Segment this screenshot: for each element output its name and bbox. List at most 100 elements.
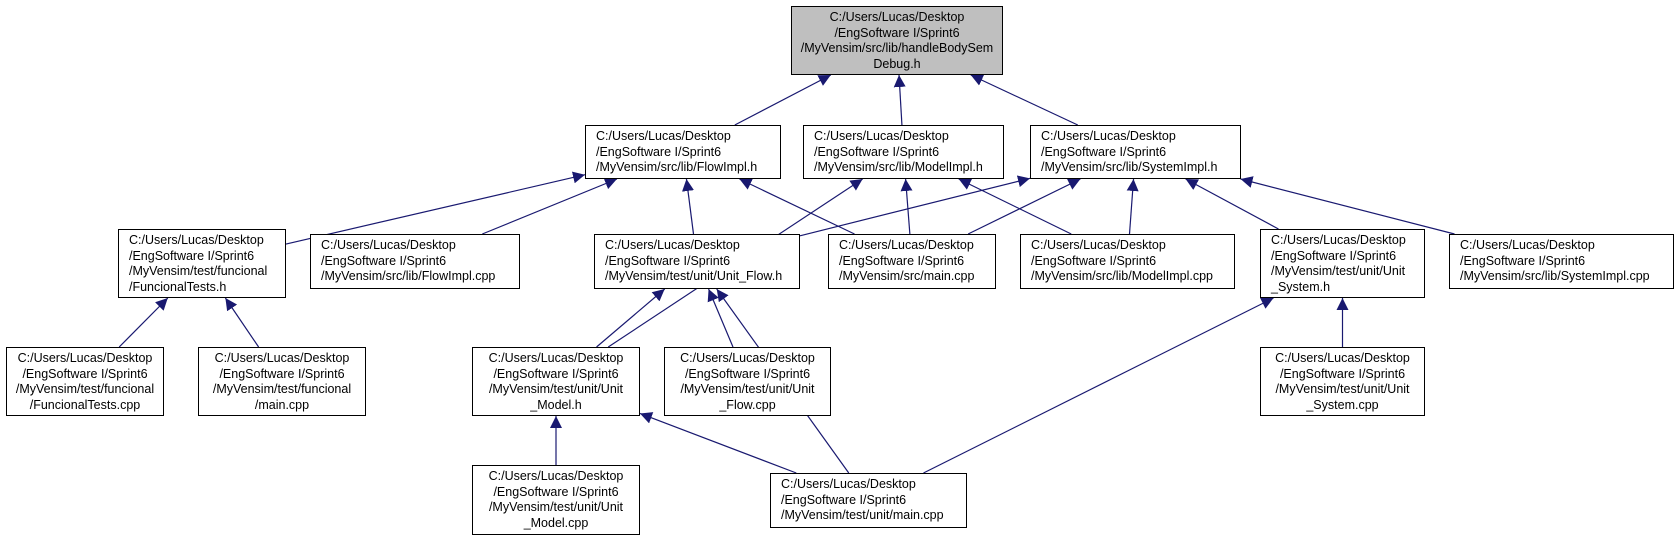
node-handlebodysemdebug-h: C:/Users/Lucas/Desktop /EngSoftware I/Sp… bbox=[791, 6, 1003, 75]
node-label-line: /MyVensim/src/lib/FlowImpl.cpp bbox=[321, 269, 496, 283]
node-label-line: /EngSoftware I/Sprint6 bbox=[605, 253, 731, 268]
node-label-line: /MyVensim/test/unit/Unit_Flow.h bbox=[605, 269, 783, 283]
node-label-line: /MyVensim/test/unit/Unit bbox=[488, 382, 624, 396]
edge-unitsystem_h-to-systemimpl_h bbox=[1185, 178, 1279, 230]
node-unit-flow-h[interactable]: C:/Users/Lucas/Desktop /EngSoftware I/Sp… bbox=[594, 234, 800, 289]
node-unit-model-cpp[interactable]: C:/Users/Lucas/Desktop /EngSoftware I/Sp… bbox=[472, 465, 640, 535]
node-label-line: C:/Users/Lucas/Desktop bbox=[781, 477, 916, 491]
node-label-line: /MyVensim/src/lib/ModelImpl.h bbox=[814, 160, 983, 174]
node-label-line: /MyVensim/src/lib/FlowImpl.h bbox=[596, 160, 758, 174]
edge-modelimpl_cpp-to-modelimpl_h bbox=[958, 178, 1072, 235]
edge-unitflow_h-to-systemimpl_h bbox=[799, 175, 1031, 237]
edge-main_cpp-to-modelimpl_h bbox=[900, 178, 913, 235]
node-label-line: Debug.h bbox=[873, 56, 921, 71]
node-label-line: /EngSoftware I/Sprint6 bbox=[596, 144, 722, 159]
edge-systemimpl_cpp-to-systemimpl_h bbox=[1240, 176, 1455, 235]
node-label-line: C:/Users/Lucas/Desktop bbox=[1271, 233, 1406, 247]
node-label-line: C:/Users/Lucas/Desktop bbox=[1275, 351, 1410, 365]
node-label-line: /MyVensim/test/unit/Unit bbox=[1275, 382, 1410, 396]
node-label-line: /MyVensim/src/main.cpp bbox=[839, 269, 975, 283]
edge-flowimpl_cpp-to-flowimpl_h bbox=[482, 177, 618, 235]
node-label-line: _Flow.cpp bbox=[719, 397, 776, 412]
node-label-line: C:/Users/Lucas/Desktop bbox=[321, 238, 456, 252]
node-label-line: /EngSoftware I/Sprint6 bbox=[1460, 253, 1586, 268]
node-label-line: /MyVensim/src/lib/ModelImpl.cpp bbox=[1031, 269, 1214, 283]
node-label-line: /EngSoftware I/Sprint6 bbox=[493, 484, 619, 499]
node-label-line: /MyVensim/test/unit/main.cpp bbox=[781, 508, 944, 522]
node-label-line: C:/Users/Lucas/Desktop bbox=[829, 10, 965, 24]
node-label-line: /FuncionalTests.h bbox=[129, 279, 227, 294]
edge-systemimpl_h-to-root bbox=[970, 74, 1079, 126]
node-label-line: /MyVensim/test/unit/Unit bbox=[488, 500, 624, 514]
node-label-line: C:/Users/Lucas/Desktop bbox=[1460, 238, 1595, 252]
node-label-line: /EngSoftware I/Sprint6 bbox=[834, 25, 960, 40]
node-systemimpl-cpp[interactable]: C:/Users/Lucas/Desktop /EngSoftware I/Sp… bbox=[1449, 234, 1674, 289]
edge-flowimpl_h-to-root bbox=[734, 74, 832, 126]
node-label-line: /MyVensim/src/lib/SystemImpl.cpp bbox=[1460, 269, 1650, 283]
node-label-line: C:/Users/Lucas/Desktop bbox=[129, 233, 264, 247]
edge-main_cpp-to-flowimpl_h bbox=[739, 178, 855, 235]
node-label-line: /EngSoftware I/Sprint6 bbox=[1271, 248, 1397, 263]
edge-unitmodel_h-to-unitflow_h bbox=[596, 288, 666, 348]
node-label-line: /EngSoftware I/Sprint6 bbox=[839, 253, 965, 268]
node-label-line: /MyVensim/src/lib/handleBodySem bbox=[800, 41, 994, 55]
node-label-line: C:/Users/Lucas/Desktop bbox=[814, 129, 949, 143]
edge-modelimpl_h-to-root bbox=[893, 74, 906, 126]
node-label-line: C:/Users/Lucas/Desktop bbox=[1031, 238, 1166, 252]
node-label-line: /main.cpp bbox=[254, 397, 310, 412]
edge-unitflow_h-to-flowimpl_h bbox=[682, 178, 695, 235]
node-label-line: _System.cpp bbox=[1306, 397, 1379, 412]
node-label-line: C:/Users/Lucas/Desktop bbox=[488, 469, 624, 483]
node-funcionaltests-h[interactable]: C:/Users/Lucas/Desktop /EngSoftware I/Sp… bbox=[118, 229, 286, 298]
node-label-line: /EngSoftware I/Sprint6 bbox=[219, 366, 345, 381]
node-funcionaltests-cpp[interactable]: C:/Users/Lucas/Desktop /EngSoftware I/Sp… bbox=[6, 347, 164, 416]
node-unit-system-h[interactable]: C:/Users/Lucas/Desktop /EngSoftware I/Sp… bbox=[1260, 229, 1425, 298]
edge-unit_main_cpp-to-unitmodel_h bbox=[639, 412, 797, 474]
edge-functests_h-to-flowimpl_h bbox=[285, 171, 586, 245]
node-label-line: /MyVensim/test/unit/Unit bbox=[680, 382, 815, 396]
node-label-line: /MyVensim/src/lib/SystemImpl.h bbox=[1041, 160, 1218, 174]
edge-unit_main_cpp-to-unitsystem_h bbox=[923, 297, 1274, 474]
node-label-line: _System.h bbox=[1271, 279, 1331, 294]
node-flowimpl-cpp[interactable]: C:/Users/Lucas/Desktop /EngSoftware I/Sp… bbox=[310, 234, 520, 289]
node-funcional-main-cpp[interactable]: C:/Users/Lucas/Desktop /EngSoftware I/Sp… bbox=[198, 347, 366, 416]
edge-unitflow_cpp-to-unitflow_h bbox=[707, 288, 734, 348]
node-unit-model-h[interactable]: C:/Users/Lucas/Desktop /EngSoftware I/Sp… bbox=[472, 347, 640, 416]
node-label-line: /EngSoftware I/Sprint6 bbox=[1041, 144, 1167, 159]
node-label-line: C:/Users/Lucas/Desktop bbox=[839, 238, 974, 252]
node-label-line: C:/Users/Lucas/Desktop bbox=[1041, 129, 1176, 143]
node-unit-flow-cpp[interactable]: C:/Users/Lucas/Desktop /EngSoftware I/Sp… bbox=[664, 347, 831, 416]
node-modelimpl-cpp[interactable]: C:/Users/Lucas/Desktop /EngSoftware I/Sp… bbox=[1020, 234, 1235, 289]
node-label-line: /EngSoftware I/Sprint6 bbox=[684, 366, 811, 381]
node-unit-main-cpp[interactable]: C:/Users/Lucas/Desktop /EngSoftware I/Sp… bbox=[770, 473, 967, 528]
edge-functests_cpp-to-functests_h bbox=[118, 297, 169, 348]
node-label-line: /MyVensim/test/unit/Unit bbox=[1271, 264, 1406, 278]
node-src-main-cpp[interactable]: C:/Users/Lucas/Desktop /EngSoftware I/Sp… bbox=[828, 234, 996, 289]
node-label-line: /MyVensim/test/funcional bbox=[212, 382, 352, 396]
node-label-line: C:/Users/Lucas/Desktop bbox=[605, 238, 740, 252]
node-label-line: /EngSoftware I/Sprint6 bbox=[493, 366, 619, 381]
node-label-line: C:/Users/Lucas/Desktop bbox=[17, 351, 153, 365]
node-label-line: C:/Users/Lucas/Desktop bbox=[488, 351, 624, 365]
node-label-line: /EngSoftware I/Sprint6 bbox=[321, 253, 447, 268]
node-label-line: /EngSoftware I/Sprint6 bbox=[129, 248, 255, 263]
node-label-line: C:/Users/Lucas/Desktop bbox=[596, 129, 731, 143]
node-label-line: /EngSoftware I/Sprint6 bbox=[1279, 366, 1406, 381]
node-modelimpl-h[interactable]: C:/Users/Lucas/Desktop /EngSoftware I/Sp… bbox=[803, 125, 1004, 179]
node-label-line: /FuncionalTests.cpp bbox=[29, 397, 141, 412]
node-label-line: C:/Users/Lucas/Desktop bbox=[680, 351, 815, 365]
node-label-line: /MyVensim/test/funcional bbox=[129, 264, 268, 278]
node-label-line: /EngSoftware I/Sprint6 bbox=[814, 144, 940, 159]
node-label-line: /EngSoftware I/Sprint6 bbox=[22, 366, 148, 381]
edge-main_cpp-to-systemimpl_h bbox=[967, 178, 1081, 235]
edge-modelimpl_cpp-to-systemimpl_h bbox=[1126, 178, 1139, 235]
node-label-line: /MyVensim/test/funcional bbox=[15, 382, 155, 396]
node-flowimpl-h[interactable]: C:/Users/Lucas/Desktop /EngSoftware I/Sp… bbox=[585, 125, 781, 179]
node-label-line: /EngSoftware I/Sprint6 bbox=[1031, 253, 1157, 268]
edge-func_main_cpp-to-functests_h bbox=[224, 297, 260, 348]
node-unit-system-cpp[interactable]: C:/Users/Lucas/Desktop /EngSoftware I/Sp… bbox=[1260, 347, 1425, 416]
node-systemimpl-h[interactable]: C:/Users/Lucas/Desktop /EngSoftware I/Sp… bbox=[1030, 125, 1241, 179]
node-label-line: /EngSoftware I/Sprint6 bbox=[781, 492, 907, 507]
